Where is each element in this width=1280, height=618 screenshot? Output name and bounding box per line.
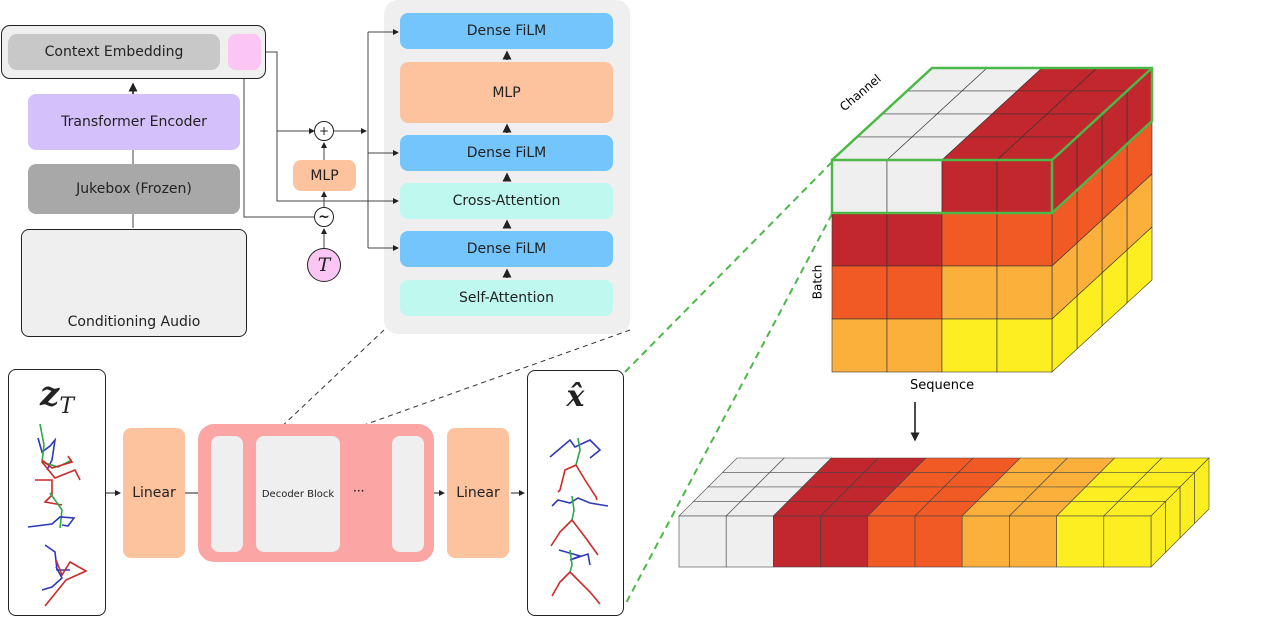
decoder-block-label: Decoder Block: [261, 488, 335, 500]
sequence-axis-label: Sequence: [910, 378, 975, 393]
cube-front-cell: [941, 318, 998, 373]
linear-out-label: Linear: [456, 485, 500, 501]
sinusoid-symbol: ~: [318, 209, 330, 225]
cube-front-cell: [831, 265, 888, 320]
ellipsis: ···: [353, 484, 365, 498]
layer-label: Self-Attention: [459, 290, 554, 306]
linear-in-box: Linear: [123, 428, 185, 558]
timestep-mlp-box: MLP: [293, 160, 356, 191]
cube-front-cell: [941, 212, 998, 267]
plus-node: +: [314, 121, 334, 141]
dense-film-layer: Dense FiLM: [400, 13, 613, 49]
t-subscript: T: [59, 393, 74, 419]
batch-axis-label: Batch: [810, 264, 825, 300]
tensor-cube: [830, 66, 1154, 373]
time-embedding-token: [228, 34, 261, 70]
linear-out-box: Linear: [447, 428, 509, 558]
z-symbol: z: [40, 374, 60, 414]
cube-front-cell: [831, 212, 888, 267]
conditioning-audio-box: Conditioning Audio: [21, 229, 247, 337]
timestep-mlp-label: MLP: [310, 167, 339, 184]
layer-label: MLP: [492, 84, 521, 101]
cube-front-cell: [886, 318, 943, 373]
flat-front-cell: [914, 515, 963, 568]
self-attention-layer: Self-Attention: [400, 280, 613, 316]
decoder-block-last: [392, 436, 424, 552]
noisy-skeletons: [27, 423, 88, 607]
flat-front-cell: [961, 515, 1010, 568]
flat-front-cell: [1009, 515, 1057, 568]
batch-slice-highlight-edge: [1051, 67, 1153, 161]
cube-front-cell: [831, 318, 888, 373]
cube-front-cell: [941, 159, 998, 214]
layer-label: Dense FiLM: [466, 23, 547, 39]
tensor-dash-top: [624, 161, 833, 373]
z-t-label: zT: [40, 374, 74, 419]
noisy-input-panel: zT: [8, 369, 106, 616]
flat-front-cell: [725, 515, 774, 568]
dense-film-layer: Dense FiLM: [400, 135, 613, 171]
decoder-block-main: Decoder Block: [256, 436, 340, 552]
dense-film-layer: Dense FiLM: [400, 231, 613, 267]
timestep-t-node: T: [307, 248, 341, 282]
cube-front-cell: [831, 159, 888, 214]
layer-label: Cross-Attention: [452, 193, 561, 209]
flat-front-cell: [867, 515, 916, 568]
decoder-block-first: [211, 436, 243, 552]
layer-label: Dense FiLM: [466, 241, 547, 257]
context-to-cross-attention-line: [262, 51, 399, 204]
flat-front-cell: [820, 515, 869, 568]
cube-front-cell: [996, 265, 1053, 320]
cube-front-cell: [941, 265, 998, 320]
context-embedding-box: Context Embedding: [8, 34, 220, 70]
transformer-encoder-label: Transformer Encoder: [61, 114, 207, 130]
jukebox-box: Jukebox (Frozen): [28, 164, 240, 214]
conditioning-audio-label: Conditioning Audio: [67, 314, 201, 330]
cube-front-cell: [996, 212, 1053, 267]
flat-front-cell: [773, 515, 821, 568]
x-hat-label: x̂: [566, 379, 585, 414]
layer-label: Dense FiLM: [466, 145, 547, 161]
sinusoidal-embedding-node: ~: [314, 207, 334, 227]
flat-front-cell: [678, 515, 727, 568]
flattened-tensor: [678, 457, 1210, 568]
cube-front-cell: [996, 318, 1053, 373]
mlp-layer: MLP: [400, 62, 613, 123]
cube-front-cell: [886, 265, 943, 320]
t-symbol: T: [317, 254, 331, 276]
time-embed-to-context-line: [241, 73, 314, 218]
cube-front-cell: [886, 212, 943, 267]
zoom-dash-right: [335, 329, 631, 436]
zoom-dash-left: [277, 329, 385, 431]
tensor-dash-bottom: [624, 213, 833, 606]
flat-front-cell: [1056, 515, 1105, 568]
linear-in-label: Linear: [132, 485, 176, 501]
plus-symbol: +: [318, 124, 330, 138]
cube-front-cell: [886, 159, 943, 214]
flat-front-cell: [1103, 515, 1152, 568]
output-panel: x̂: [527, 370, 624, 616]
jukebox-label: Jukebox (Frozen): [76, 181, 192, 197]
context-embedding-label: Context Embedding: [44, 44, 184, 60]
output-skeletons: [549, 437, 609, 605]
cross-attention-layer: Cross-Attention: [400, 183, 613, 219]
cube-front-cell: [996, 159, 1053, 214]
transformer-encoder-box: Transformer Encoder: [28, 94, 240, 150]
